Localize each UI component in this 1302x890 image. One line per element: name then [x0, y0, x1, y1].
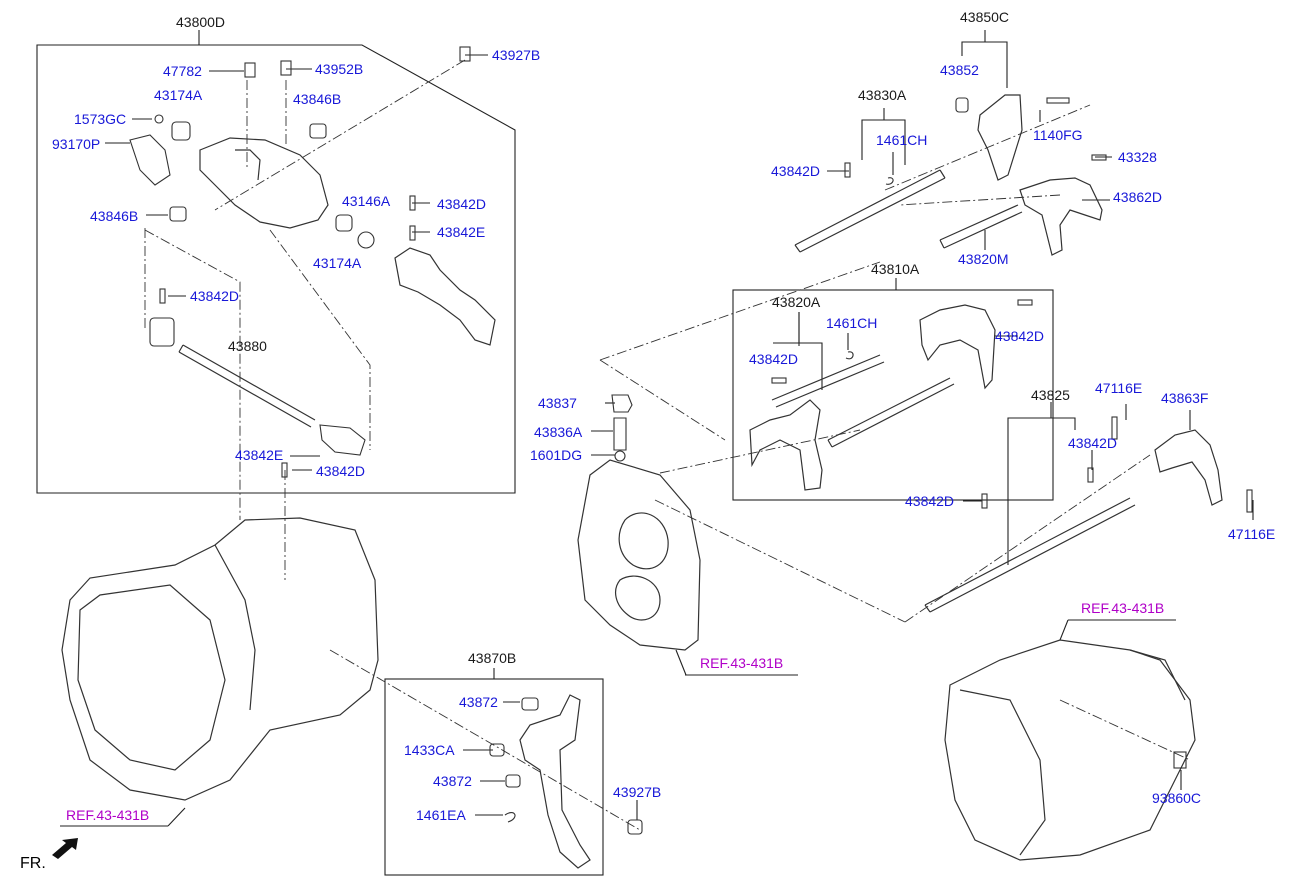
label-1433CA: 1433CA: [404, 742, 455, 758]
label-43174A-low: 43174A: [313, 255, 362, 271]
group-box-43800D: [36, 44, 516, 494]
label-43862D: 43862D: [1113, 189, 1163, 205]
label-43830A: 43830A: [858, 87, 907, 103]
label-43863F: 43863F: [1161, 390, 1209, 406]
front-direction-arrow: [52, 838, 78, 859]
label-43328: 43328: [1118, 149, 1157, 165]
label-43842E-b: 43842E: [235, 447, 284, 463]
label-43825: 43825: [1031, 387, 1070, 403]
label-43927B-low: 43927B: [613, 784, 662, 800]
label-43927B-top: 43927B: [492, 47, 541, 63]
label-1461EA: 1461EA: [416, 807, 466, 823]
label-1461CH-top: 1461CH: [876, 132, 928, 148]
lever-bracket: [394, 247, 496, 346]
label-43842E-a: 43842E: [437, 224, 486, 240]
label-43872-low: 43872: [433, 773, 472, 789]
label-43146A: 43146A: [342, 193, 391, 209]
intermediate-plate: [577, 459, 701, 651]
label-43810A: 43810A: [871, 261, 920, 277]
label-43952B: 43952B: [315, 61, 364, 77]
shift-housing-43800D: [199, 137, 329, 229]
label-43842D-d: 43842D: [771, 163, 821, 179]
label-43842D-f: 43842D: [749, 351, 799, 367]
front-direction-label: FR.: [20, 855, 46, 872]
ref-link-right[interactable]: REF.43-431B: [1081, 600, 1165, 616]
label-43174A-top: 43174A: [154, 87, 203, 103]
label-1140FG: 1140FG: [1033, 127, 1083, 143]
shift-fork-43862D: [1019, 177, 1103, 256]
label-43872-top: 43872: [459, 694, 498, 710]
label-1573GC: 1573GC: [74, 111, 127, 127]
plate-43850C: [977, 94, 1023, 181]
label-43842D-e: 43842D: [995, 328, 1045, 344]
label-47116E-top: 47116E: [1095, 380, 1143, 396]
label-43870B: 43870B: [468, 650, 517, 666]
label-43842D-b: 43842D: [190, 288, 240, 304]
label-1461CH-mid: 1461CH: [826, 315, 878, 331]
label-43842D-h: 43842D: [905, 493, 955, 509]
label-43880: 43880: [228, 338, 267, 354]
label-43846B-top: 43846B: [293, 91, 342, 107]
label-43850C: 43850C: [960, 9, 1010, 25]
label-93170P: 93170P: [52, 136, 101, 152]
label-1601DG: 1601DG: [530, 447, 583, 463]
ref-link-mid[interactable]: REF.43-431B: [700, 655, 784, 671]
transmission-case-right: [944, 639, 1196, 861]
control-lever-43870B: [519, 694, 591, 869]
label-43820A: 43820A: [772, 294, 821, 310]
ref-link-left[interactable]: REF.43-431B: [66, 807, 150, 823]
label-47782: 47782: [163, 63, 202, 79]
group-box-43810A: [732, 289, 1054, 501]
label-43842D-g: 43842D: [1068, 435, 1118, 451]
shift-fork-43863F: [1154, 429, 1223, 506]
label-43800D: 43800D: [176, 14, 226, 30]
shift-fork-43810A: [919, 304, 996, 390]
label-43842D-a: 43842D: [437, 196, 487, 212]
label-43820M: 43820M: [958, 251, 1009, 267]
label-43836A: 43836A: [534, 424, 583, 440]
label-43852: 43852: [940, 62, 979, 78]
label-47116E-low: 47116E: [1228, 526, 1276, 542]
label-43837: 43837: [538, 395, 577, 411]
label-43846B-low: 43846B: [90, 208, 139, 224]
label-93860C: 93860C: [1152, 790, 1202, 806]
shift-fork-43820A: [749, 399, 823, 491]
label-43842D-c: 43842D: [316, 463, 366, 479]
